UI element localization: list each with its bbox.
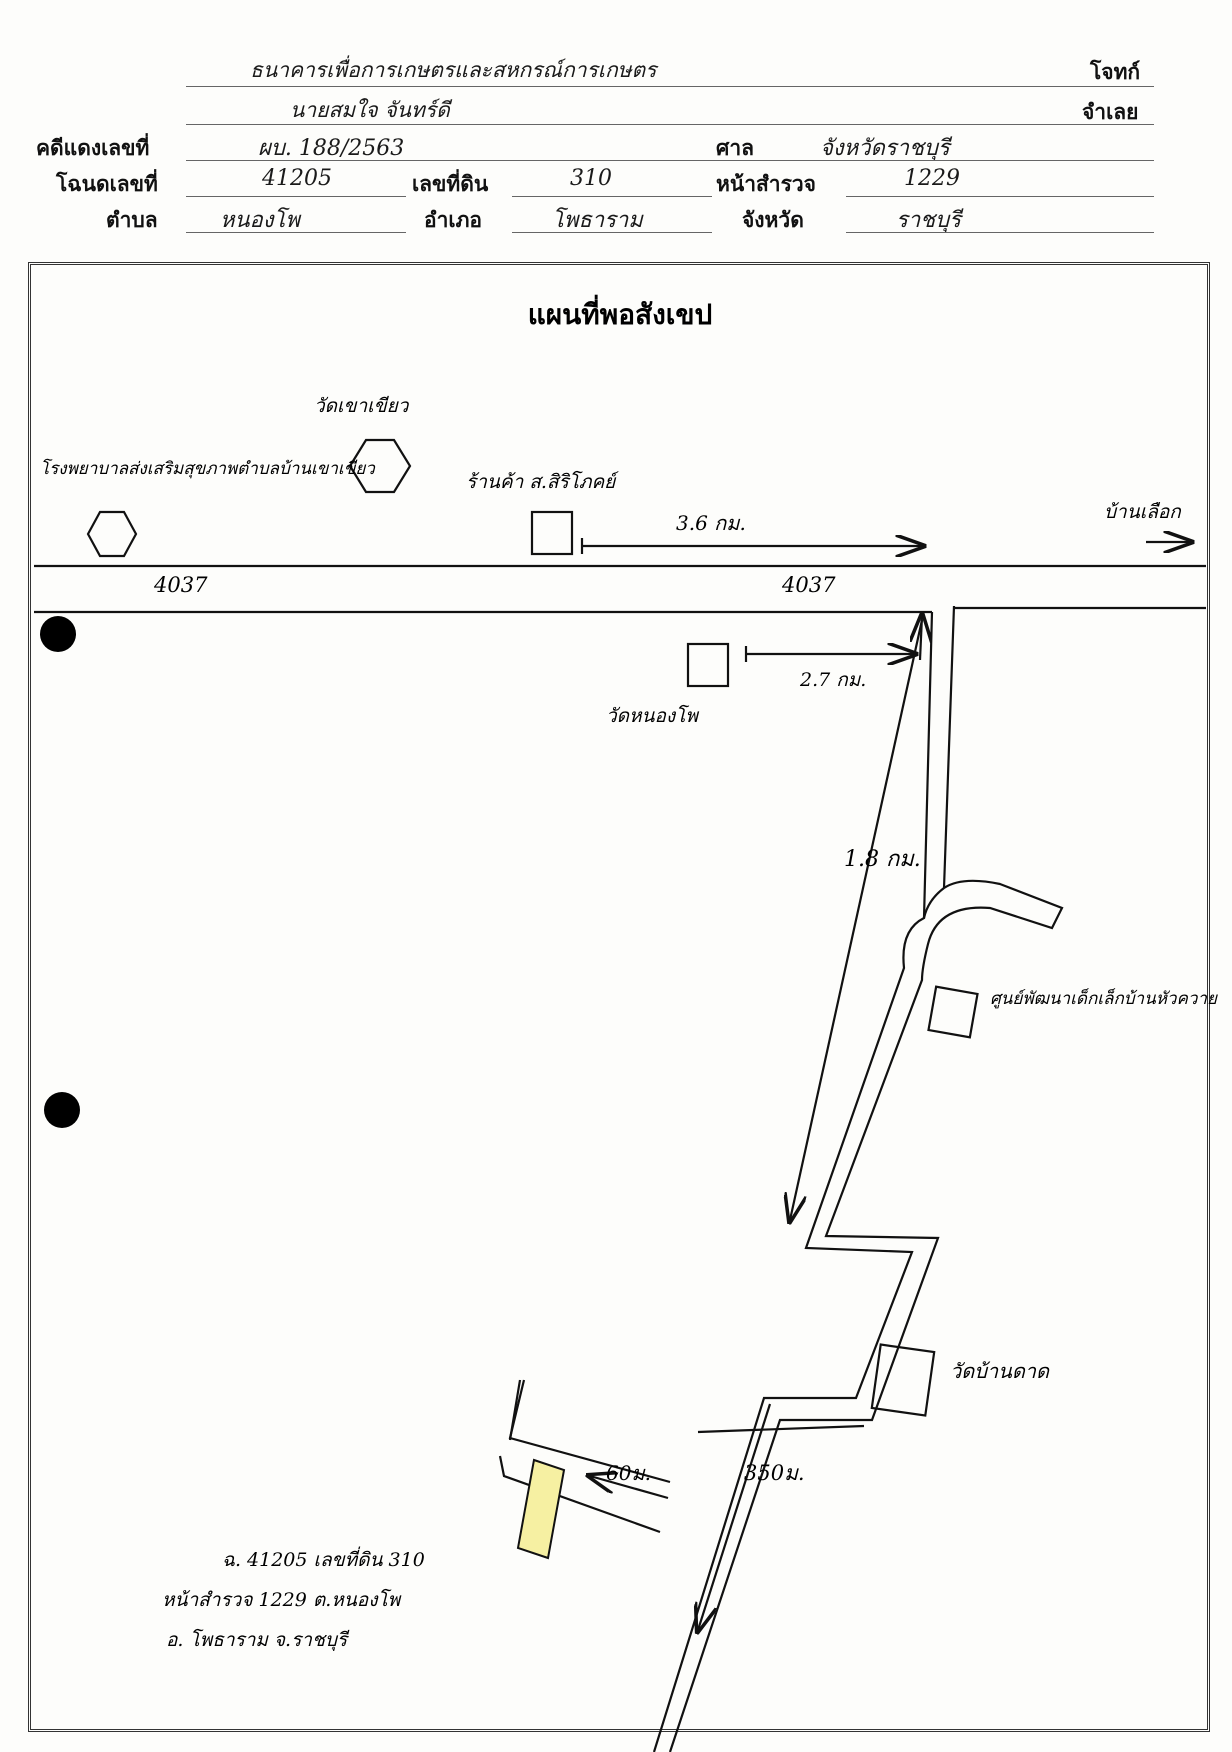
temple-top-hexagon [348, 438, 412, 494]
dist-60-arrow [590, 1476, 669, 1500]
defendant-name: นายสมใจ จันทร์ดี [290, 98, 450, 122]
land-no-value: 310 [570, 166, 612, 191]
land-plot [516, 1458, 566, 1560]
land-line [512, 196, 712, 197]
deed-no-value: 41205 [262, 166, 332, 191]
deed-line [186, 196, 406, 197]
survey-page-label: หน้าสำรวจ [716, 172, 816, 196]
plaintiff-label: โจทก์ [1090, 60, 1141, 84]
plot-label-line3: อ. โพธาราม จ.ราชบุรี [166, 1628, 350, 1651]
province-line [846, 232, 1154, 233]
side-lane-bottom-edge [498, 1455, 661, 1534]
hospital-hexagon [86, 510, 138, 558]
center-label: ศูนย์พัฒนาเด็กเล็กบ้านหัวควาย [990, 988, 1218, 1009]
plot-label-line1: ฉ. 41205 เลขที่ดิน 310 [222, 1546, 425, 1571]
subdistrict-line [186, 232, 406, 233]
hospital-label: โรงพยาบาลส่งเสริมสุขภาพตำบลบ้านเขาเขียว [40, 458, 376, 479]
map-frame [28, 262, 1210, 1732]
subdistrict-label: ตำบล [106, 208, 158, 232]
dist-350-arrow [697, 1424, 865, 1434]
temple3-square [870, 1343, 936, 1417]
dist-3-label: 1.8 กม. [844, 847, 921, 872]
temple-top-label: วัดเขาเขียว [314, 395, 410, 417]
shop-label: ร้านค้า ส.สิริโภคย์ [466, 470, 619, 493]
binder-hole-top [40, 616, 76, 652]
dist-60-label: 60ม. [606, 1461, 651, 1485]
land-no-label: เลขที่ดิน [412, 172, 489, 196]
district-value: โพธาราม [552, 208, 643, 233]
center-square [927, 985, 979, 1039]
defendant-label: จำเลย [1082, 100, 1139, 124]
dist-2-label: 2.7 กม. [799, 669, 866, 691]
dist-350-arrow-down [698, 1403, 772, 1630]
side-lane-left-top [508, 1379, 522, 1441]
road-number-left: 4037 [153, 573, 208, 597]
subdistrict-value: หนองโพ [220, 208, 300, 233]
province-label: จังหวัด [742, 208, 804, 232]
dist-3-arrow [790, 619, 924, 1220]
court-value: จังหวัดราชบุรี [820, 136, 950, 161]
deed-no-label: โฉนดเลขที่ [56, 172, 158, 196]
temple2-square [686, 642, 730, 688]
direction-label: บ้านเลือก [1104, 501, 1182, 523]
binder-hole-bottom [44, 1092, 80, 1128]
survey-page-value: 1229 [904, 166, 960, 191]
map-title: แผนที่พอสังเขป [528, 294, 713, 331]
plaintiff-name: ธนาคารเพื่อการเกษตรและสหกรณ์การเกษตร [250, 58, 657, 82]
case-line [186, 160, 1154, 161]
case-no-value: ผบ. 188/2563 [258, 136, 405, 161]
branch-road-center-curve [922, 887, 945, 919]
court-label: ศาล [716, 136, 754, 160]
plaintiff-line [186, 86, 1154, 87]
road-number-right: 4037 [781, 573, 836, 597]
district-label: อำเภอ [424, 208, 483, 232]
plot-label-line2: หน้าสำรวจ 1229 ต.หนองโพ [162, 1588, 402, 1611]
temple3-label: วัดบ้านดาด [950, 1359, 1050, 1383]
survey-line [846, 196, 1154, 197]
temple2-label: วัดหนองโพ [606, 704, 699, 727]
shop-square [530, 510, 574, 556]
branch-road-left-edge [652, 611, 934, 1752]
dist-top-label: 3.6 กม. [676, 511, 746, 535]
defendant-line [186, 124, 1154, 125]
district-line [512, 232, 712, 233]
province-value: ราชบุรี [896, 208, 961, 233]
dist-3-start-arrow [920, 616, 922, 661]
dist-350-label: 350ม. [744, 1461, 805, 1485]
branch-road-right-edge [668, 605, 1064, 1752]
case-no-label: คดีแดงเลขที่ [36, 136, 150, 160]
